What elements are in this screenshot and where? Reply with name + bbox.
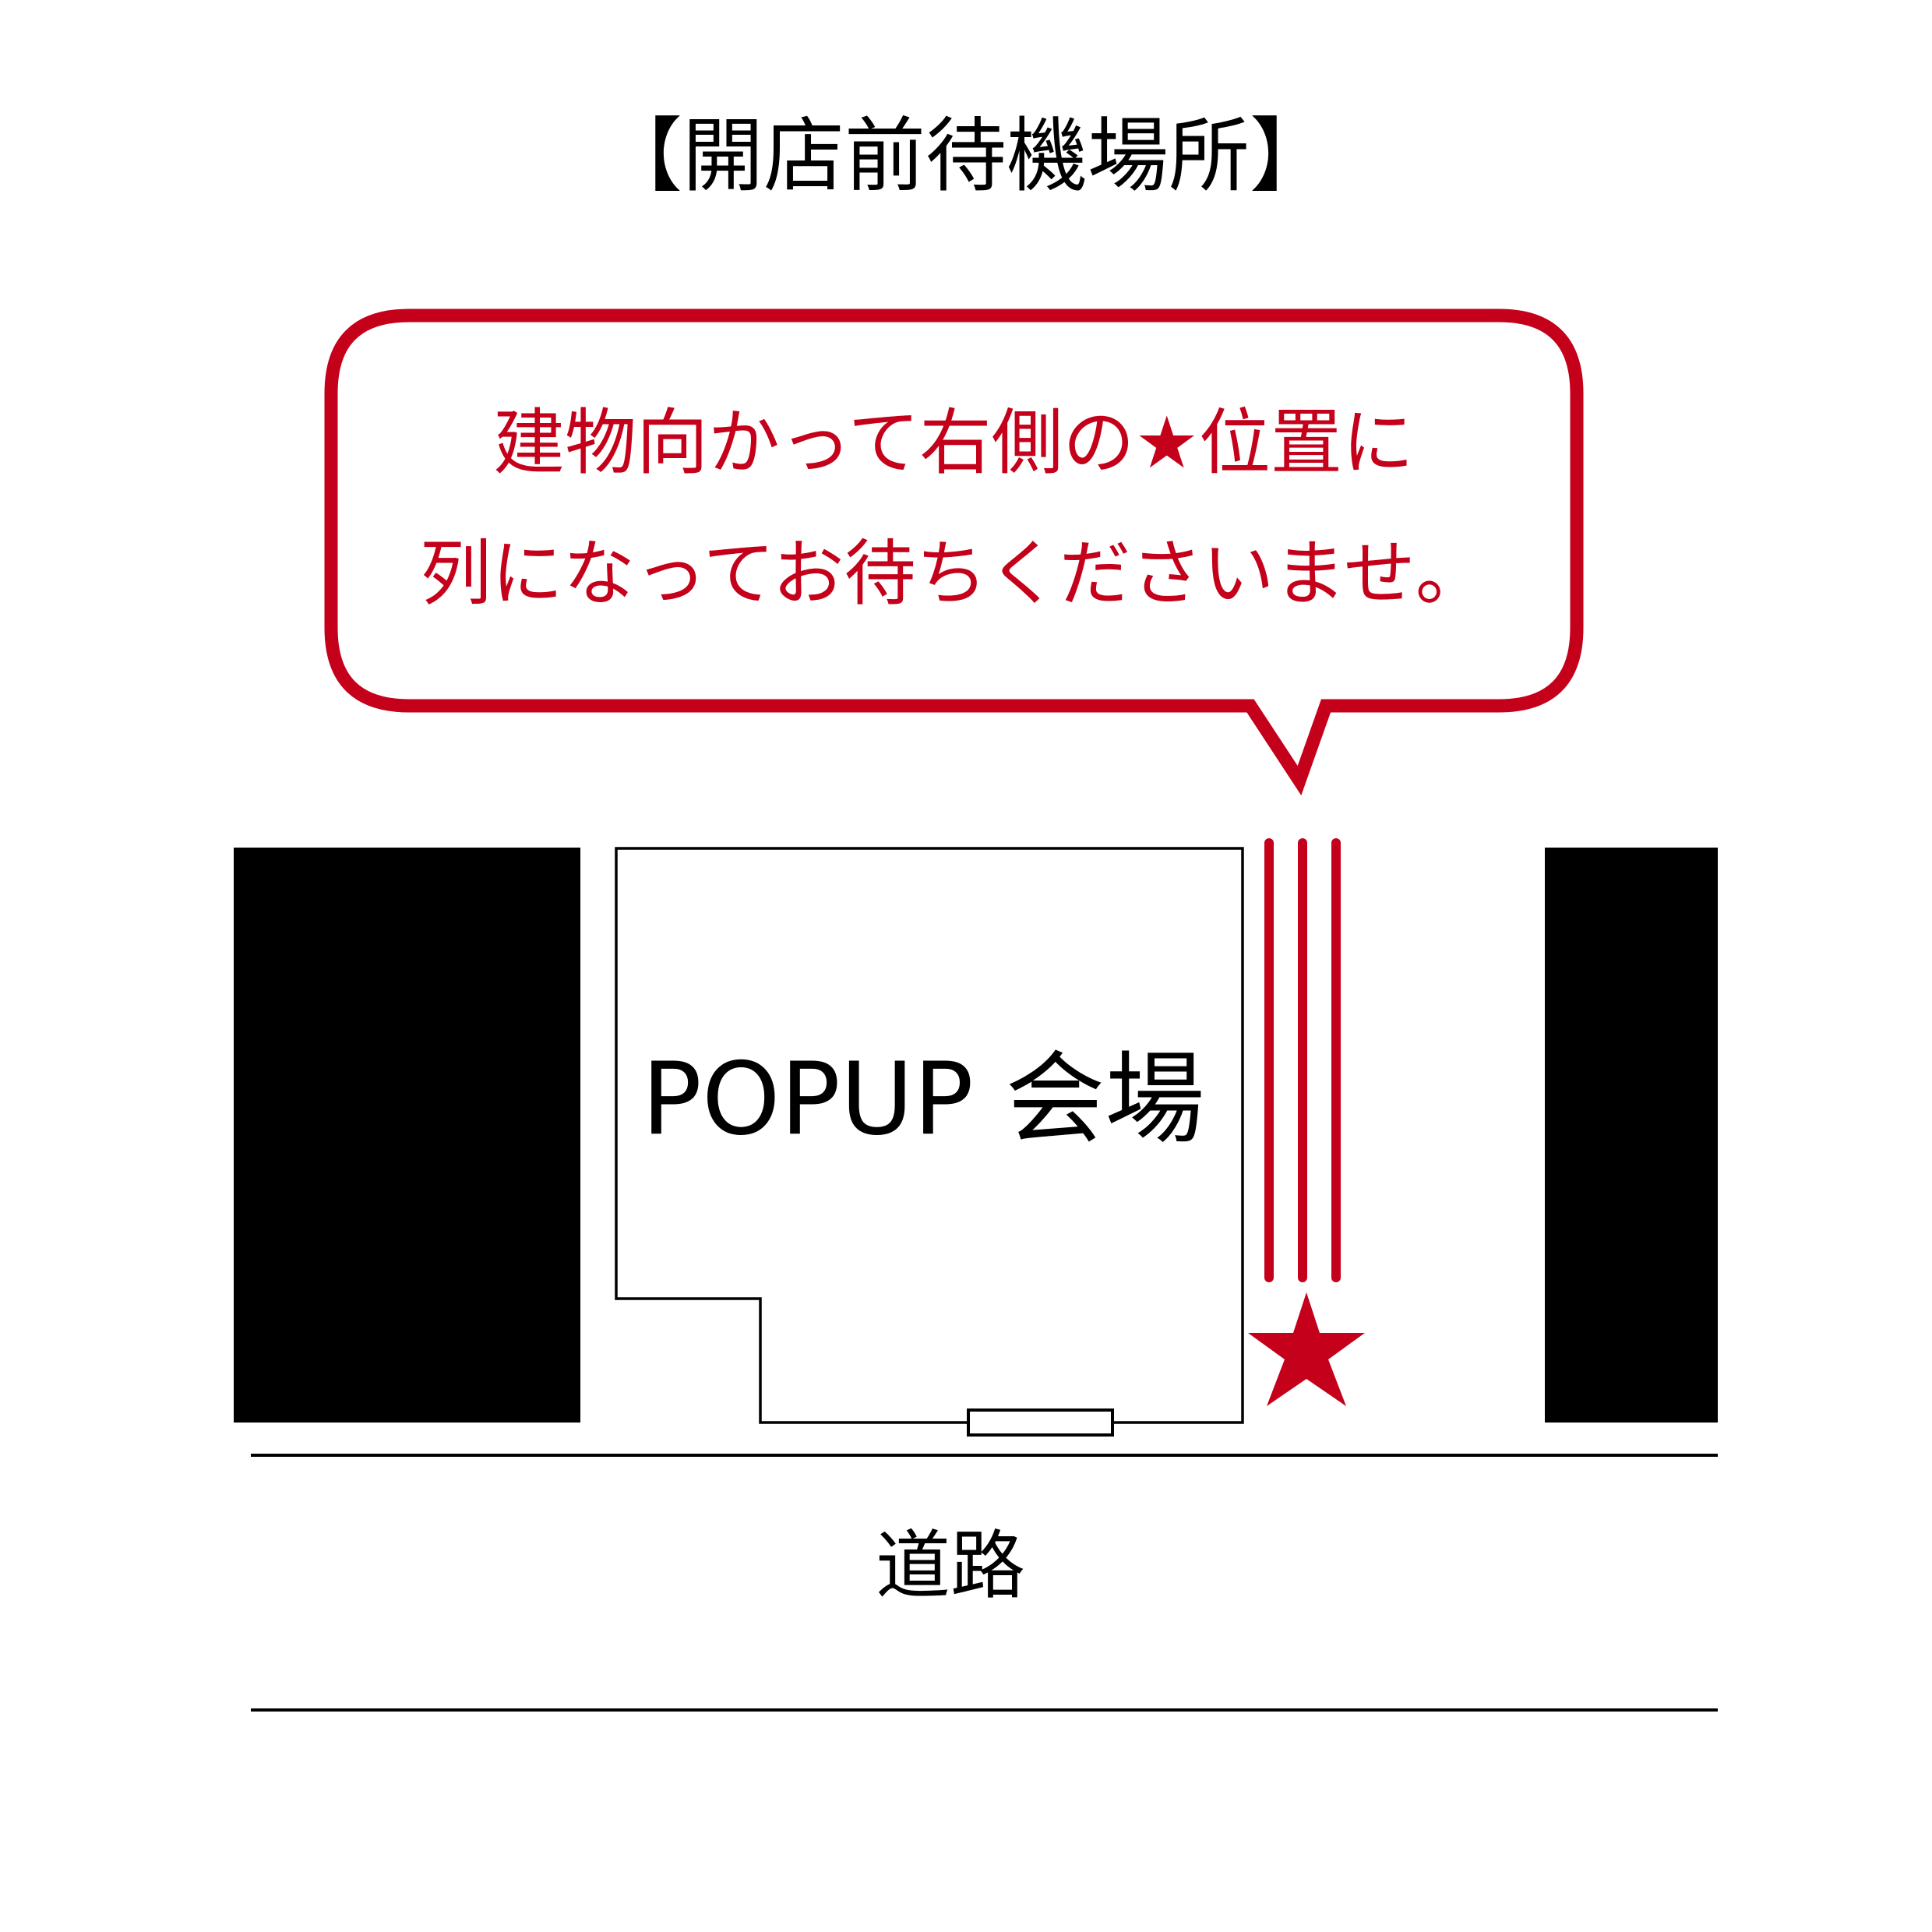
entrance-door	[967, 1408, 1114, 1437]
speech-bubble	[324, 308, 1584, 795]
queue-lines	[1264, 838, 1341, 1282]
road-edge-bottom	[251, 1708, 1718, 1712]
venue-label: POPUP 会場	[641, 1042, 1205, 1158]
road-edge-top	[251, 1454, 1718, 1457]
star-icon	[1248, 1292, 1365, 1406]
popup-venue-building	[615, 847, 1244, 1424]
neighbor-building-right	[1545, 848, 1718, 1423]
neighbor-building-left	[234, 848, 580, 1423]
callout-line-2: 列になってお待ちくださいませ。	[420, 532, 1487, 615]
road-label: 道路	[876, 1522, 1025, 1609]
page-title: 【開店前待機場所】	[601, 108, 1331, 203]
callout-line-1: 建物向かって右側の★位置に	[493, 401, 1414, 485]
